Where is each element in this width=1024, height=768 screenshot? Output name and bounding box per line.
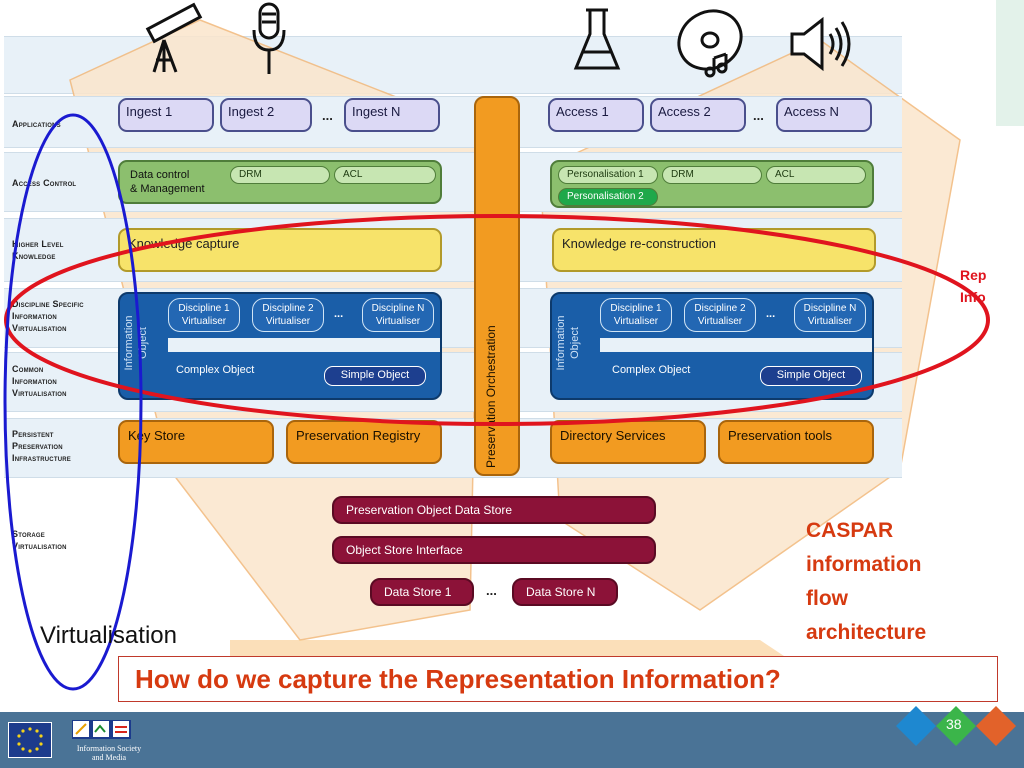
- virtualiser-ellipsis-right: ...: [766, 308, 776, 320]
- personalisation-2-pill: Personalisation 2: [558, 188, 658, 206]
- ingest-1-box: Ingest 1: [118, 98, 214, 132]
- question-box: How do we capture the Representation Inf…: [118, 656, 998, 702]
- flask-icon: [573, 8, 621, 70]
- access-2-box: Access 2: [650, 98, 746, 132]
- footer-bar: [0, 712, 1024, 768]
- drm-pill-left: DRM: [230, 166, 330, 184]
- ingest-ellipsis: ...: [322, 108, 333, 123]
- acl-pill-right: ACL: [766, 166, 866, 184]
- simple-object-pill-left: Simple Object: [324, 366, 426, 386]
- acl-pill-left: ACL: [334, 166, 436, 184]
- information-object-connector-right: [600, 338, 872, 352]
- page-number: 38: [946, 716, 962, 732]
- access-1-box: Access 1: [548, 98, 644, 132]
- preservation-registry-box: Preservation Registry: [286, 420, 442, 464]
- label-applications: Applications: [12, 119, 61, 129]
- rep-info-oval: [4, 214, 990, 426]
- preservation-object-data-store: Preservation Object Data Store: [332, 496, 656, 524]
- data-store-1: Data Store 1: [370, 578, 474, 606]
- ingest-n-box: Ingest N: [344, 98, 440, 132]
- music-disc-icon: [677, 9, 743, 78]
- data-control-label: Data control& Management: [130, 169, 205, 195]
- ingest-2-box: Ingest 2: [220, 98, 312, 132]
- virtualiser-ellipsis-left: ...: [334, 308, 344, 320]
- preservation-tools-box: Preservation tools: [718, 420, 874, 464]
- ist-logo-icon: [72, 720, 131, 739]
- personalisation-1-pill: Personalisation 1: [558, 166, 658, 184]
- simple-object-pill-right: Simple Object: [760, 366, 862, 386]
- data-store-n: Data Store N: [512, 578, 618, 606]
- access-n-box: Access N: [776, 98, 872, 132]
- page-corner-diamonds: [896, 706, 1016, 746]
- knowledge-capture-box: Knowledge capture: [118, 228, 442, 272]
- telescope-icon: [145, 2, 203, 73]
- access-control-right: Personalisation 1 Personalisation 2 DRM …: [550, 160, 874, 208]
- key-store-box: Key Store: [118, 420, 274, 464]
- complex-object-label-left: Complex Object: [176, 364, 255, 376]
- virtualisation-label: Virtualisation: [40, 622, 177, 649]
- knowledge-reconstruction-box: Knowledge re-construction: [552, 228, 876, 272]
- virtualisation-oval: [3, 113, 143, 691]
- information-object-connector-left: [168, 338, 440, 352]
- eu-flag-icon: [8, 722, 52, 758]
- microphone-icon: [252, 2, 286, 74]
- object-store-interface: Object Store Interface: [332, 536, 656, 564]
- top-right-panel: [996, 0, 1024, 126]
- data-store-ellipsis: ...: [486, 583, 497, 598]
- access-control-left: Data control& Management DRM ACL: [118, 160, 442, 204]
- label-access-control: Access Control: [12, 178, 77, 188]
- drm-pill-right: DRM: [662, 166, 762, 184]
- speaker-icon: [790, 16, 851, 72]
- preservation-orchestration-column: Preservation Orchestration: [474, 96, 520, 476]
- complex-object-label-right: Complex Object: [612, 364, 691, 376]
- question-text: How do we capture the Representation Inf…: [135, 664, 781, 694]
- access-ellipsis: ...: [753, 108, 764, 123]
